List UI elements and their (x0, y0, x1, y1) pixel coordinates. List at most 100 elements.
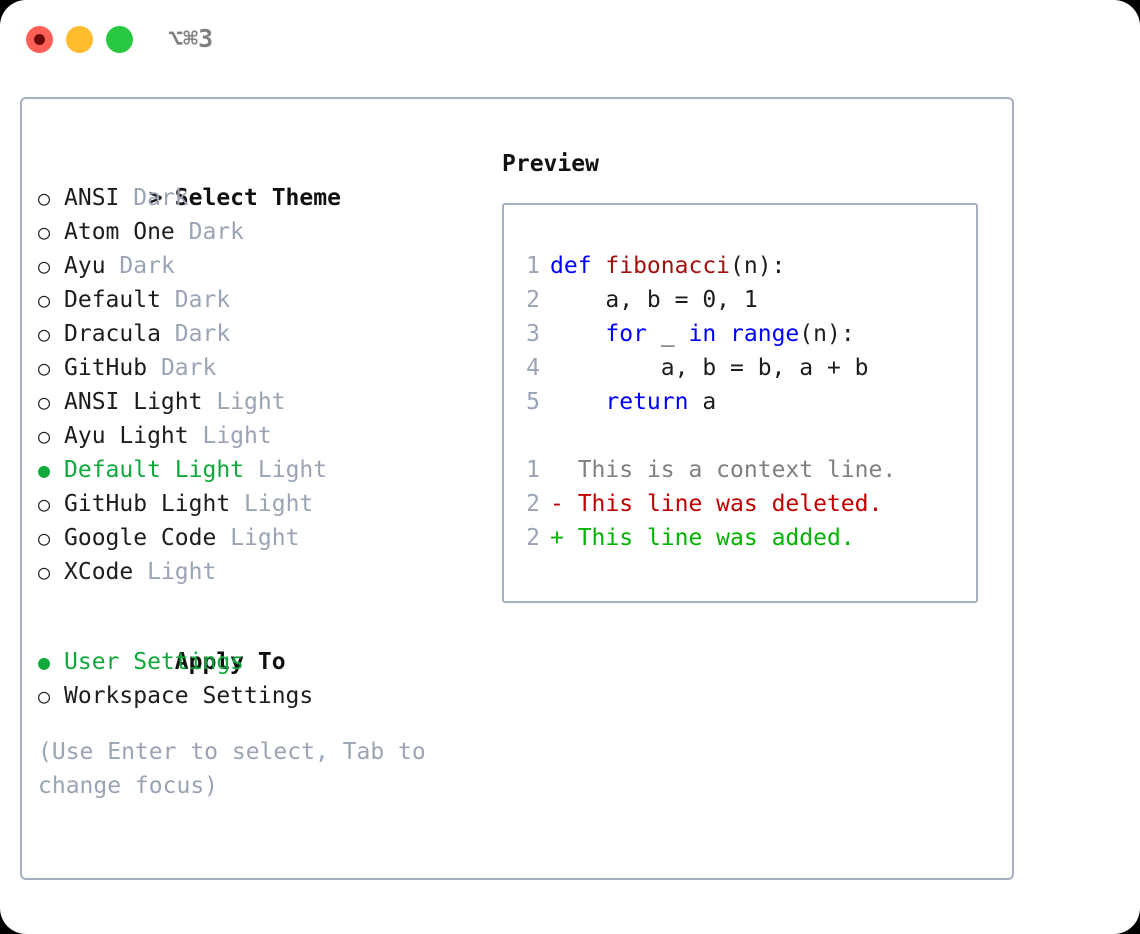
theme-name-tag-gap (202, 389, 216, 415)
theme-list-item[interactable]: ○ANSI Dark (38, 181, 468, 215)
code-token: range (730, 321, 800, 347)
theme-list-item[interactable]: ○Ayu Dark (38, 249, 468, 283)
radio-unselected-icon: ○ (38, 492, 51, 516)
theme-variant-tag: Dark (174, 287, 231, 313)
code-token (716, 321, 730, 347)
radio-unselected-icon: ○ (38, 356, 51, 380)
select-theme-label: Select Theme (174, 185, 341, 211)
theme-name: Ayu Light (64, 423, 189, 449)
code-line-number: 5 (526, 389, 540, 415)
zoom-button[interactable] (106, 26, 133, 53)
theme-list-item[interactable]: ○ XCode Light (38, 555, 468, 589)
theme-name: ANSI (64, 185, 120, 211)
radio-unselected-icon: ○ (38, 186, 51, 210)
apply-to-list: ●User Settings○Workspace Settings (38, 645, 468, 713)
preview-separator (514, 419, 974, 453)
theme-name-tag-gap (106, 253, 120, 279)
diff-line-number: 1 (526, 457, 540, 483)
diff-marker: - (550, 491, 564, 517)
theme-list-item[interactable]: ○Dracula Dark (38, 317, 468, 351)
preview-diff-line: 1 This is a context line. (514, 453, 974, 487)
theme-name-tag-gap (189, 423, 203, 449)
theme-name-tag-gap (161, 321, 175, 347)
theme-variant-tag: Dark (119, 253, 175, 279)
theme-list-item[interactable]: ○ Ayu Light Light (38, 419, 468, 453)
hint-spacer (38, 713, 468, 735)
code-line-number: 3 (526, 321, 540, 347)
theme-name-tag-gap (216, 525, 230, 551)
diff-marker: + (550, 525, 564, 551)
theme-list-item[interactable]: ○GitHub Light Light (38, 487, 468, 521)
preview-title: Preview (502, 151, 599, 177)
theme-list-item[interactable]: ●Default Light Light (38, 453, 468, 487)
preview-diff-line: 2- This line was deleted. (514, 487, 974, 521)
preview-code-line: 3 for _ in range(n): (514, 317, 974, 351)
preview-code-line: 5 return a (514, 385, 974, 419)
theme-name: Ayu (64, 253, 106, 279)
apply-to-item[interactable]: ●User Settings (38, 645, 468, 679)
diff-line-text: This line was deleted. (563, 491, 883, 517)
diff-marker (550, 457, 564, 483)
preview-code-line: 2 a, b = 0, 1 (514, 283, 974, 317)
code-token: def (550, 253, 606, 279)
theme-name-tag-gap (230, 491, 244, 517)
code-token (550, 321, 605, 347)
preview-code-line: 4 a, b = b, a + b (514, 351, 974, 385)
theme-name: GitHub (64, 355, 148, 381)
theme-list-item[interactable]: ○ Atom One Dark (38, 215, 468, 249)
apply-to-item-label: Workspace Settings (64, 683, 314, 709)
theme-name-tag-gap (161, 287, 175, 313)
theme-name: Google Code (64, 525, 217, 551)
theme-list-item[interactable]: ○ Default Dark (38, 283, 468, 317)
theme-list-item[interactable]: ○ GitHub Dark (38, 351, 468, 385)
theme-list-item[interactable]: ○ Google Code Light (38, 521, 468, 555)
theme-variant-tag: Light (257, 457, 328, 483)
code-token: a (688, 389, 717, 415)
minimize-button[interactable] (66, 26, 93, 53)
code-token: _ (646, 321, 689, 347)
theme-name-tag-gap (119, 185, 133, 211)
theme-name: Dracula (64, 321, 161, 347)
theme-variant-tag: Dark (188, 219, 245, 245)
radio-unselected-icon: ○ (38, 288, 51, 312)
code-token: fibonacci (605, 253, 731, 279)
radio-unselected-icon: ○ (38, 220, 51, 244)
radio-unselected-icon: ○ (38, 424, 51, 448)
theme-variant-tag: Light (147, 559, 217, 585)
apply-to-item[interactable]: ○Workspace Settings (38, 679, 468, 713)
theme-name: Default (64, 287, 161, 313)
apply-to-label: Apply To (174, 649, 286, 675)
theme-variant-tag: Light (216, 389, 286, 415)
prompt-caret-icon: > (148, 185, 163, 211)
theme-variant-tag: Light (202, 423, 272, 449)
theme-name: Atom One (64, 219, 175, 245)
close-button-indicator (34, 34, 45, 45)
list-spacer (38, 589, 468, 611)
diff-line-number: 2 (526, 525, 540, 551)
radio-unselected-icon: ○ (38, 526, 51, 550)
theme-variant-tag: Light (230, 525, 300, 551)
code-token (550, 389, 605, 415)
theme-variant-tag: Light (244, 491, 314, 517)
theme-list-item[interactable]: ○ANSI Light Light (38, 385, 468, 419)
theme-name-tag-gap (244, 457, 258, 483)
theme-variant-tag: Dark (160, 355, 217, 381)
code-token: return (605, 389, 689, 415)
diff-line-text: This is a context line. (563, 457, 897, 483)
radio-selected-icon: ● (38, 650, 51, 674)
code-token: (n): (799, 321, 855, 347)
theme-name-tag-gap (133, 559, 147, 585)
preview-diff-line: 2+ This line was added. (514, 521, 974, 555)
code-token: for (605, 321, 647, 347)
window-title: ⌥⌘3 (168, 24, 214, 53)
select-theme-header: > Select Theme (38, 147, 468, 211)
theme-selection-column: >Select Theme ○ANSI Dark○Atom One Dark○A… (38, 147, 468, 803)
theme-name: XCode (64, 559, 134, 585)
radio-unselected-icon: ○ (38, 560, 51, 584)
code-token: a, b = 0, 1 (550, 287, 758, 313)
close-button[interactable] (26, 26, 53, 53)
theme-name: Default Light (64, 457, 245, 483)
